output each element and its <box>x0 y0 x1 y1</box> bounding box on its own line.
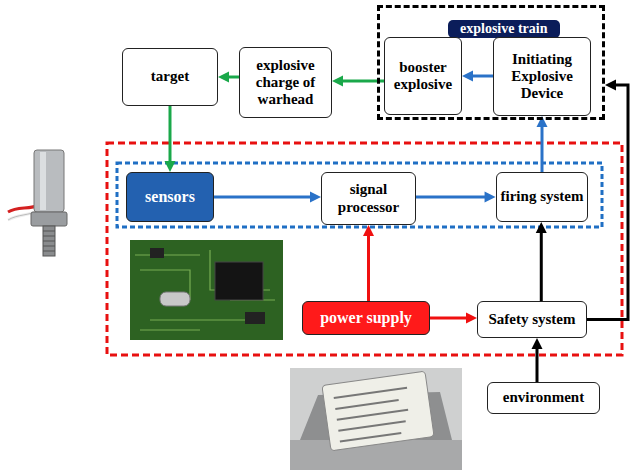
connector <box>214 192 321 203</box>
arrowhead <box>485 192 496 203</box>
arrowhead <box>466 313 477 324</box>
connector <box>363 225 374 301</box>
capacitor-photo <box>290 368 462 470</box>
explosive-train-group: explosive train booster explosive Initiati… <box>377 5 605 120</box>
arrowhead <box>165 161 176 172</box>
node-label: Safety system <box>488 311 575 328</box>
connector <box>587 80 628 320</box>
firing-box: firing system <box>496 172 589 222</box>
connector <box>218 72 239 83</box>
group-heading: explosive train <box>448 20 560 38</box>
connector-line <box>430 317 467 320</box>
node-label: environment <box>503 389 584 406</box>
connector-line <box>536 348 539 382</box>
electronics-region <box>107 143 622 355</box>
connector <box>430 313 477 324</box>
connector-line <box>541 126 544 172</box>
arrowhead <box>363 225 374 236</box>
node-label: power supply <box>320 309 412 327</box>
node-label: booster explosive <box>385 59 461 94</box>
signal-chain-region <box>117 163 602 227</box>
node-label: explosive charge of warhead <box>240 57 331 109</box>
sensor-photo <box>8 150 67 256</box>
booster-box: booster explosive <box>384 37 462 115</box>
connector-line <box>587 85 628 320</box>
target-box: target <box>122 48 218 106</box>
sensors-box: sensors <box>126 172 214 222</box>
connector-line <box>416 196 486 199</box>
node-label: sensors <box>145 188 195 206</box>
connector <box>165 106 176 172</box>
power-box: power supply <box>302 301 430 335</box>
arrowhead <box>332 76 343 87</box>
connector <box>537 116 548 172</box>
connector <box>416 192 496 203</box>
node-label: signal processor <box>322 181 415 216</box>
arrowhead <box>462 71 473 82</box>
connector <box>536 222 547 301</box>
connector <box>462 71 493 82</box>
node-label: target <box>151 68 189 85</box>
connector-line <box>472 75 493 78</box>
environment-box: environment <box>487 382 600 414</box>
arrowhead <box>536 222 547 233</box>
arrowhead <box>218 72 229 83</box>
connector-line <box>228 76 239 79</box>
initiator-box: Initiating Explosive Device <box>493 37 591 116</box>
arrowhead <box>532 338 543 349</box>
connector-line <box>367 235 370 301</box>
processor-box: signal processor <box>321 172 416 225</box>
arrowhead <box>310 192 321 203</box>
connector-line <box>540 232 543 301</box>
connector <box>532 338 543 382</box>
connector-line <box>169 106 172 162</box>
node-label: firing system <box>501 188 584 205</box>
connector-line <box>214 196 311 199</box>
arrowhead <box>605 80 616 91</box>
safety-box: Safety system <box>477 301 587 338</box>
circuit-board-photo <box>130 240 283 340</box>
warhead-box: explosive charge of warhead <box>239 47 332 118</box>
node-label: Initiating Explosive Device <box>494 51 590 103</box>
